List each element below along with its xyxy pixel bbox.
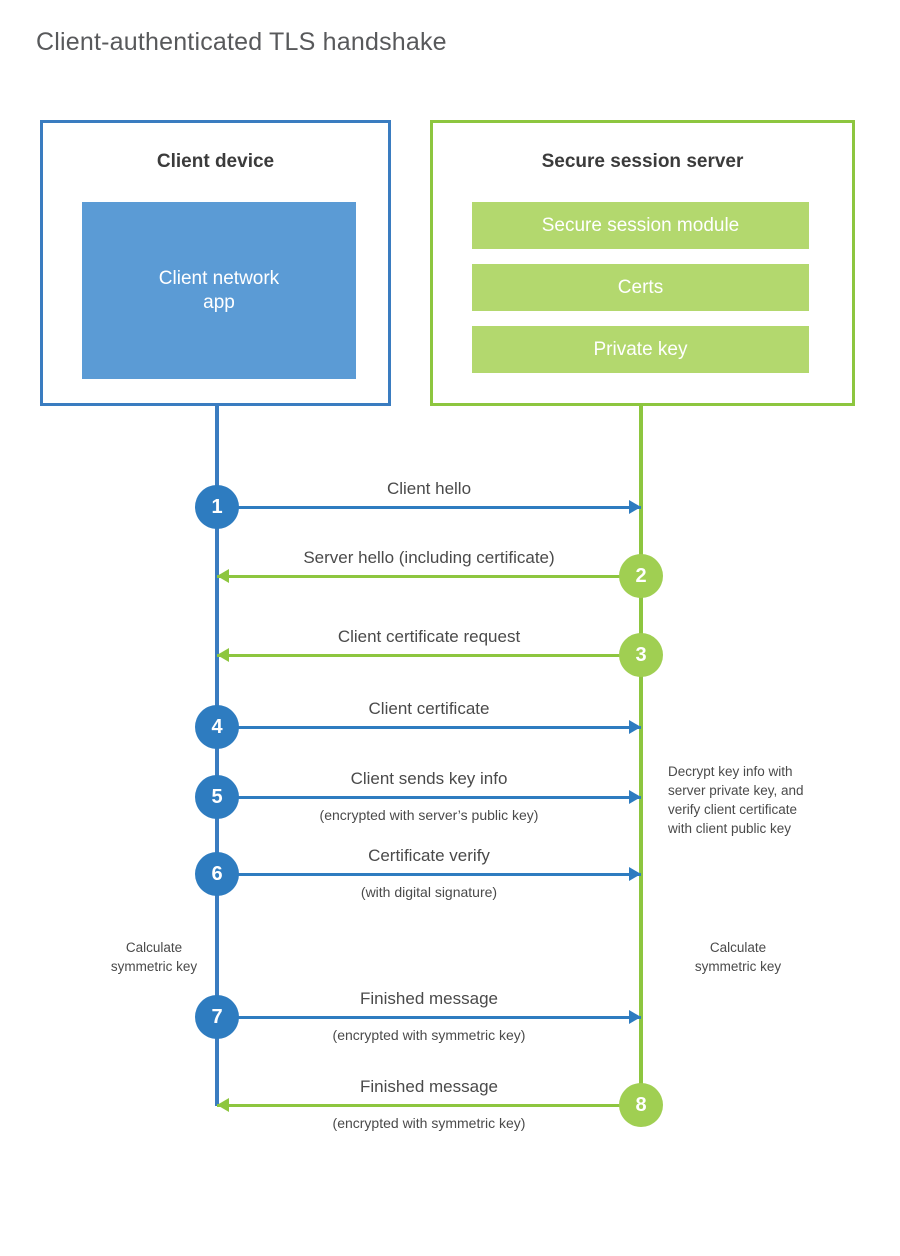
message-arrow-line-3 xyxy=(217,654,641,657)
server-lifeline xyxy=(639,406,643,1106)
step-circle-4[interactable]: 4 xyxy=(195,705,239,749)
message-label-6: Certificate verify xyxy=(368,846,490,865)
message-sublabel-7: (encrypted with symmetric key) xyxy=(332,1027,526,1043)
message-arrow-line-8 xyxy=(217,1104,641,1107)
message-arrow-head-4 xyxy=(629,720,641,734)
message-arrow-line-6 xyxy=(217,873,641,876)
secure-session-server-box: Secure session server Secure session mod… xyxy=(430,120,855,406)
client-device-title: Client device xyxy=(156,151,275,172)
message-arrow-head-7 xyxy=(629,1010,641,1024)
client-device-box: Client device Client network app xyxy=(40,120,391,406)
step-circle-8[interactable]: 8 xyxy=(619,1083,663,1127)
message-label-5: Client sends key info xyxy=(350,769,508,788)
message-arrow-line-7 xyxy=(217,1016,641,1019)
message-arrow-head-8 xyxy=(217,1098,229,1112)
message-sublabel-6: (with digital signature) xyxy=(360,884,498,900)
annotation-server-calculate-symmetric-key: Calculate symmetric key xyxy=(694,940,782,975)
client-network-app-block: Client network app xyxy=(82,202,356,379)
step-circle-5[interactable]: 5 xyxy=(195,775,239,819)
message-arrow-line-4 xyxy=(217,726,641,729)
message-arrow-line-1 xyxy=(217,506,641,509)
annotation-server-decrypt: Decrypt key info with server private key… xyxy=(668,764,804,837)
certs-block: Certs xyxy=(472,264,809,311)
step-circle-1[interactable]: 1 xyxy=(195,485,239,529)
message-label-7: Finished message xyxy=(360,989,498,1008)
message-sublabel-8: (encrypted with symmetric key) xyxy=(332,1115,526,1131)
secure-session-module-block: Secure session module xyxy=(472,202,809,249)
message-arrow-head-5 xyxy=(629,790,641,804)
step-circle-2[interactable]: 2 xyxy=(619,554,663,598)
message-sublabel-5: (encrypted with server’s public key) xyxy=(319,807,539,823)
annotation-client-calculate-symmetric-key: Calculate symmetric key xyxy=(110,940,198,975)
message-arrow-head-6 xyxy=(629,867,641,881)
private-key-block: Private key xyxy=(472,326,809,373)
message-label-4: Client certificate xyxy=(368,699,490,718)
message-label-8: Finished message xyxy=(360,1077,498,1096)
message-arrow-line-2 xyxy=(217,575,641,578)
client-lifeline xyxy=(215,406,219,1106)
message-label-2: Server hello (including certificate) xyxy=(303,548,555,567)
page-title: Client-authenticated TLS handshake xyxy=(36,28,447,56)
message-label-3: Client certificate request xyxy=(337,627,521,646)
secure-session-server-title: Secure session server xyxy=(541,151,744,172)
message-arrow-head-3 xyxy=(217,648,229,662)
message-arrow-head-1 xyxy=(629,500,641,514)
step-circle-7[interactable]: 7 xyxy=(195,995,239,1039)
message-arrow-head-2 xyxy=(217,569,229,583)
step-circle-6[interactable]: 6 xyxy=(195,852,239,896)
message-label-1: Client hello xyxy=(386,479,472,498)
message-arrow-line-5 xyxy=(217,796,641,799)
step-circle-3[interactable]: 3 xyxy=(619,633,663,677)
